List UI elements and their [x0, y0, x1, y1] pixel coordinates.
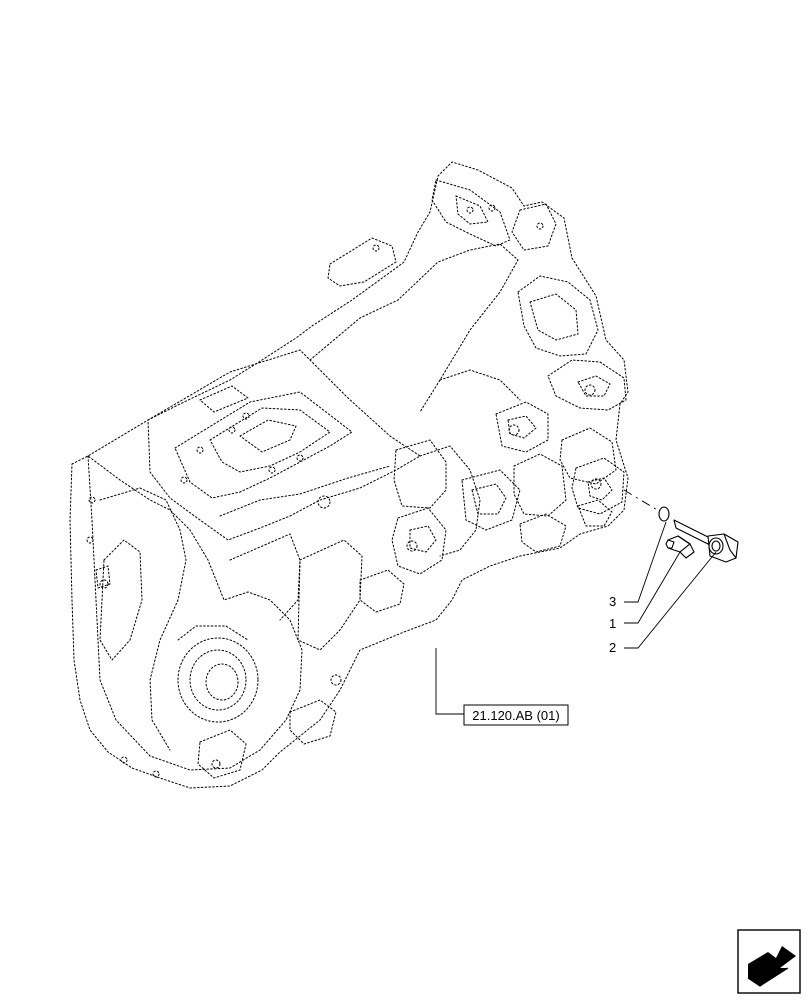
- callout-number-3: 3: [609, 594, 616, 609]
- reference-link[interactable]: 21.120.AB (01): [435, 648, 569, 726]
- part-2-sensor-plug: [673, 519, 739, 563]
- callout-leaders: [624, 521, 717, 649]
- reference-label: 21.120.AB (01): [472, 708, 559, 723]
- part-3-o-ring: [658, 506, 670, 522]
- callout-number-2: 2: [609, 640, 616, 655]
- axis-centerline: [623, 489, 665, 515]
- part-1-fitting: [665, 535, 695, 559]
- reference-box: [463, 704, 569, 726]
- transmission-housing-outline: [69, 161, 629, 789]
- callout-number-1: 1: [609, 616, 616, 631]
- next-page-arrow-icon[interactable]: [737, 929, 801, 994]
